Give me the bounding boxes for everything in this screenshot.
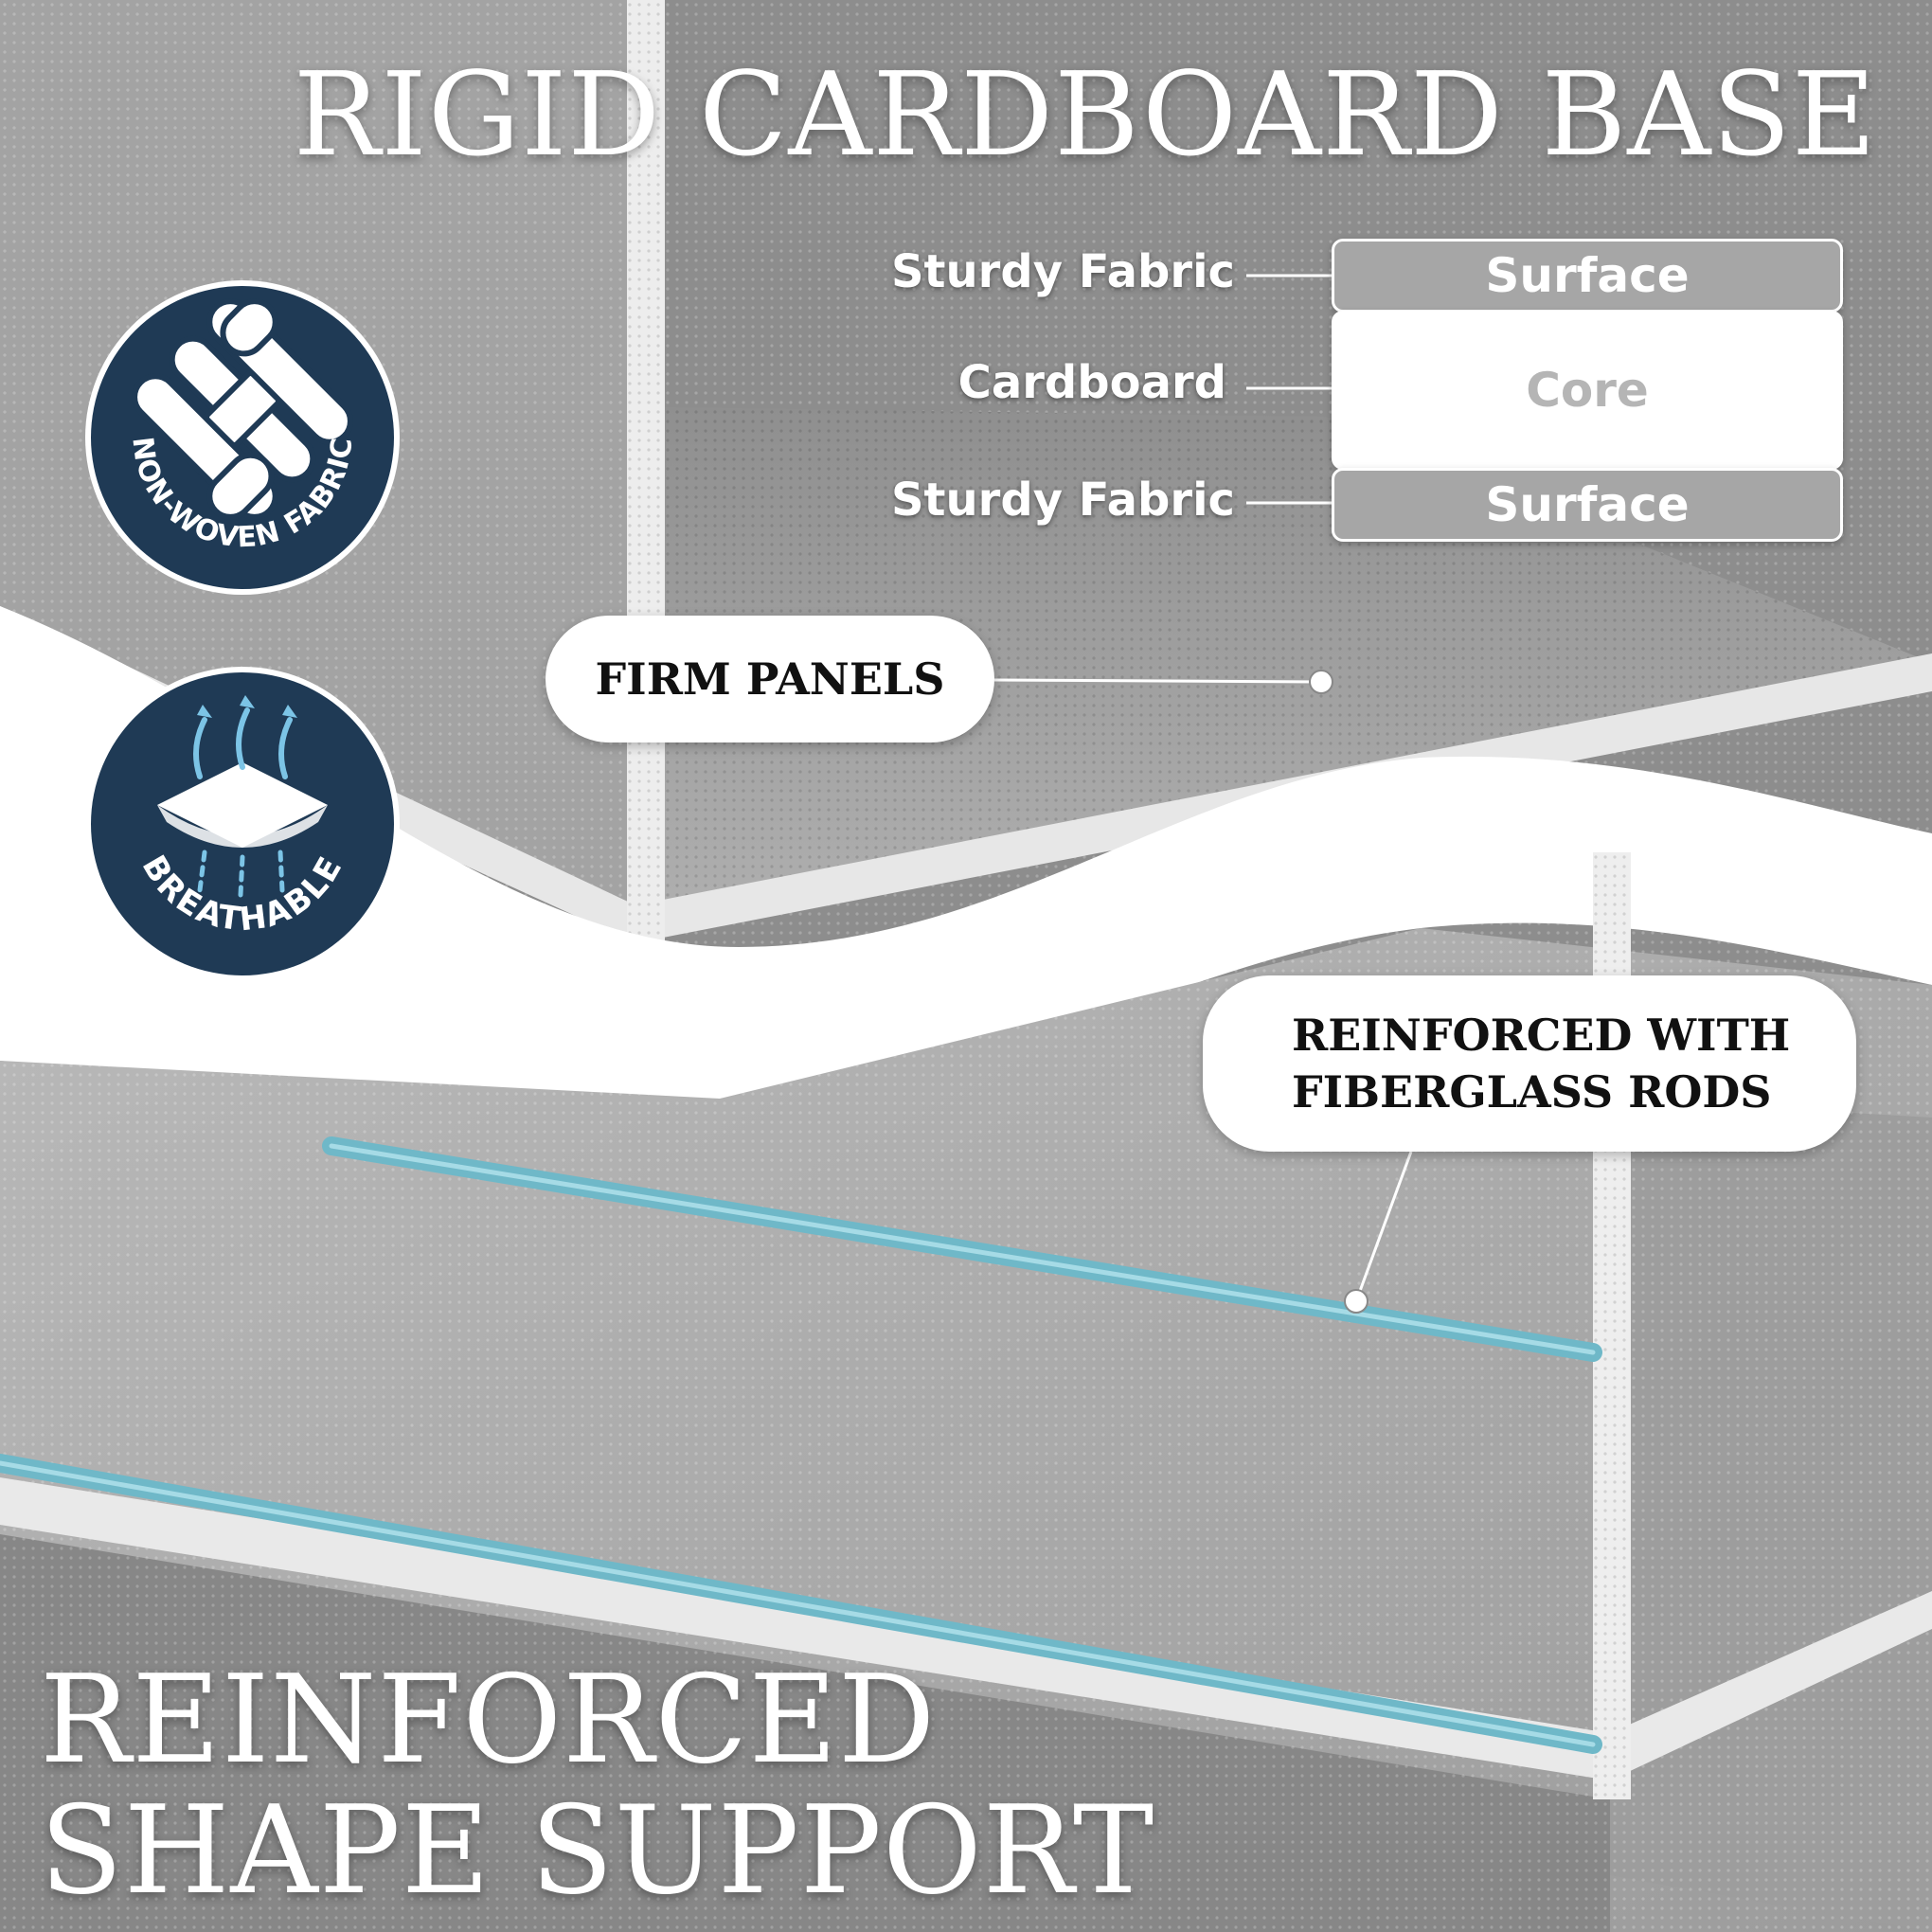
title-line-2: SHAPE SUPPORT — [40, 1780, 1155, 1922]
callout-rods-line-1: REINFORCED WITH — [1292, 1010, 1791, 1061]
woven-pattern-icon — [132, 298, 353, 520]
title-rigid-cardboard-base: RIGID CARDBOARD BASE — [293, 47, 1877, 182]
layer-box-core: Core — [1332, 311, 1843, 470]
breathable-badge: BREATHABLE — [85, 667, 400, 981]
callout-fiberglass-rods: REINFORCED WITH FIBERGLASS RODS — [1203, 975, 1856, 1152]
callout-rods-line-2: FIBERGLASS RODS — [1292, 1066, 1772, 1118]
layer-label-bottom: Sturdy Fabric — [890, 474, 1235, 527]
layer-box-top-surface: Surface — [1332, 239, 1843, 313]
title-reinforced-shape-support: REINFORCED SHAPE SUPPORT — [40, 1655, 1154, 1917]
callout-firm-panels: FIRM PANELS — [546, 616, 994, 742]
title-line-1: REINFORCED — [40, 1650, 937, 1791]
layer-label-middle: Cardboard — [957, 356, 1226, 409]
layer-box-bottom-surface: Surface — [1332, 468, 1843, 542]
layer-label-top: Sturdy Fabric — [890, 245, 1235, 298]
breathable-layer-icon — [157, 695, 328, 898]
non-woven-fabric-badge: NON-WOVEN FABRIC — [85, 280, 400, 595]
